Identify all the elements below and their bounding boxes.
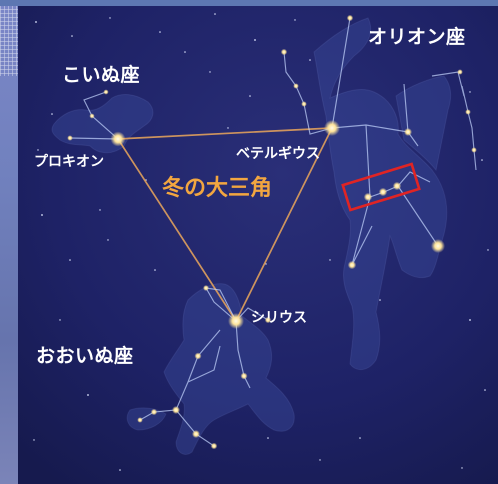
orion-belt-star-1 <box>363 192 373 202</box>
canis-major-star-i <box>137 417 143 423</box>
orion-belt-highlight-box <box>341 162 421 212</box>
winter-triangle-title: 冬の大三角 <box>162 175 272 200</box>
canis-minor-star-b <box>89 113 95 119</box>
triangle-edge-procyon-betelgeuse <box>117 127 333 140</box>
canis-major-star-g <box>192 430 200 438</box>
canis-major-star-f <box>150 408 158 416</box>
sky-svg: オリオン座 こいぬ座 おおいぬ座 プロキオン ベテルギウス シリウス 冬の大三角 <box>18 6 498 484</box>
orion-star-e <box>457 69 463 75</box>
procyon-label: プロキオン <box>34 153 104 169</box>
canis-major-star-a <box>203 285 209 291</box>
top-bar <box>0 0 498 6</box>
left-strip <box>0 6 18 484</box>
canis-major-star-d <box>194 352 202 360</box>
canis-major-star-b <box>264 316 272 324</box>
rigel-star <box>431 239 445 253</box>
canis-major-star-c <box>240 372 248 380</box>
canis-major-star-e <box>172 406 180 414</box>
orion-belt-star-2 <box>378 187 388 197</box>
canis-major-label: おおいぬ座 <box>36 344 134 367</box>
left-grid <box>0 6 18 76</box>
orion-star-a <box>346 14 354 22</box>
canis-major-star-h <box>210 442 218 450</box>
orion-label: オリオン座 <box>368 25 466 48</box>
canis-major-figure <box>126 283 295 455</box>
orion-star-b <box>280 48 288 56</box>
betelgeuse-label: ベテルギウス <box>236 145 320 161</box>
triangle-edge-sirius-procyon <box>117 138 237 322</box>
orion-star-f <box>465 109 471 115</box>
canis-minor-star-a <box>67 135 73 141</box>
bellatrix-star <box>404 128 412 136</box>
orion-star-c <box>293 83 299 89</box>
sirius-label: シリウス <box>251 309 307 325</box>
sirius-star <box>228 313 244 329</box>
background-stars <box>33 13 489 471</box>
canis-minor-star-c <box>103 89 109 95</box>
winter-triangle <box>117 127 333 322</box>
orion-star-g <box>471 147 477 153</box>
sky-panel: オリオン座 こいぬ座 おおいぬ座 プロキオン ベテルギウス シリウス 冬の大三角 <box>18 6 498 484</box>
triangle-edge-betelgeuse-sirius <box>235 127 333 322</box>
saiph-star <box>347 260 357 270</box>
orion-belt-star-3 <box>392 181 402 191</box>
procyon-star <box>110 131 126 147</box>
canis-minor-label: こいぬ座 <box>62 63 140 86</box>
orion-star-d <box>301 101 307 107</box>
canis-major-lines <box>139 287 269 447</box>
betelgeuse-star <box>324 120 340 136</box>
sky-background <box>18 6 498 484</box>
stars <box>67 14 477 450</box>
